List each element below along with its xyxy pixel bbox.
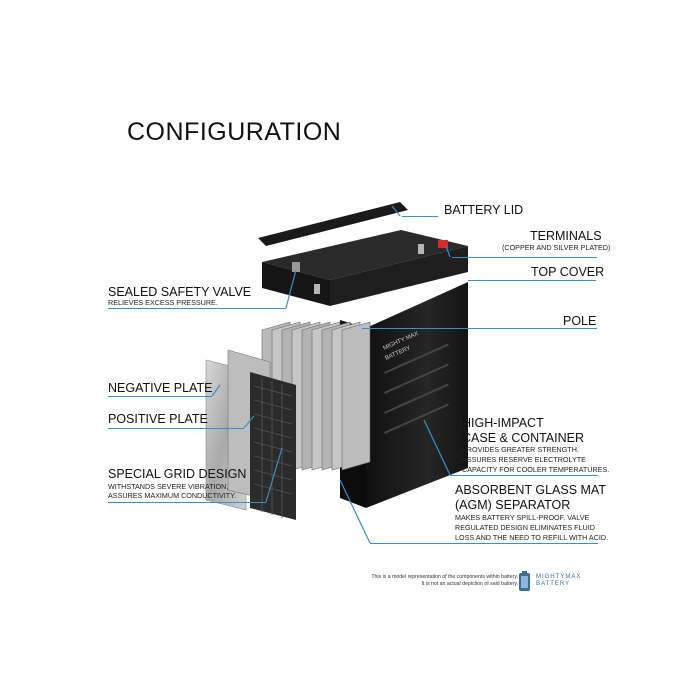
- label-grid-design: SPECIAL GRID DESIGN: [108, 467, 247, 481]
- label-agm-line2: (AGM) SEPARATOR: [455, 498, 571, 512]
- top-cover: [262, 230, 468, 306]
- label-agm-line1: ABSORBENT GLASS MAT: [455, 483, 606, 497]
- label-agm-sub2: REGULATED DESIGN ELIMINATES FLUID: [455, 523, 595, 532]
- label-case-line2: CASE & CONTAINER: [462, 431, 585, 445]
- label-positive-plate: POSITIVE PLATE: [108, 412, 208, 426]
- label-battery-lid: BATTERY LID: [444, 203, 524, 217]
- leader-terminals: [452, 257, 597, 258]
- label-negative-plate: NEGATIVE PLATE: [108, 381, 213, 395]
- label-grid-sub1: WITHSTANDS SEVERE VIBRATION,: [108, 482, 229, 491]
- label-safety-valve: SEALED SAFETY VALVE: [108, 285, 252, 299]
- label-agm-sub3: LOSS AND THE NEED TO REFILL WITH ACID.: [455, 533, 609, 542]
- label-case-line1: HIGH-IMPACT: [462, 416, 544, 430]
- label-case-sub2: ASSURES RESERVE ELECTROLYTE: [462, 455, 586, 464]
- footnote-line1: This is a model representation of the co…: [371, 574, 518, 580]
- logo-text-line2: BATTERY: [536, 581, 571, 587]
- label-agm-sub1: MAKES BATTERY SPILL-PROOF. VALVE: [455, 513, 590, 522]
- terminal-red: [438, 240, 448, 248]
- logo-text-line1: MIGHTYMAX: [536, 574, 582, 580]
- leader-battery-lid: [402, 216, 438, 217]
- footnote-line2: It is not an actual depiction of said ba…: [421, 581, 518, 587]
- mightymax-logo: [519, 571, 530, 591]
- leader-negative-plate: [108, 396, 212, 397]
- leader-grid-design: [108, 502, 266, 503]
- leader-top-cover: [468, 280, 596, 281]
- label-grid-sub2: ASSURES MAXIMUM CONDUCTIVITY.: [108, 491, 237, 500]
- leader-case: [450, 475, 598, 476]
- label-case-sub3: CAPACITY FOR COOLER TEMPERATURES.: [462, 465, 610, 474]
- leader-safety-valve: [108, 308, 286, 309]
- page-title: CONFIGURATION: [127, 118, 342, 146]
- leader-agm: [370, 543, 598, 544]
- label-pole: POLE: [563, 314, 597, 328]
- grid-plate: [250, 372, 296, 520]
- leader-positive-plate: [108, 428, 244, 429]
- battery-lid-strip: [258, 202, 408, 246]
- label-terminals: TERMINALS: [530, 229, 602, 243]
- label-terminals-sub: (COPPER AND SILVER PLATED): [502, 243, 611, 252]
- leader-pole: [362, 328, 597, 329]
- footnote: This is a model representation of the co…: [358, 574, 518, 588]
- label-safety-valve-sub: RELIEVES EXCESS PRESSURE.: [108, 298, 218, 307]
- label-top-cover: TOP COVER: [531, 265, 605, 279]
- logo-text: MIGHTYMAX BATTERY: [536, 574, 581, 588]
- label-case-sub1: PROVIDES GREATER STRENGTH.: [462, 445, 579, 454]
